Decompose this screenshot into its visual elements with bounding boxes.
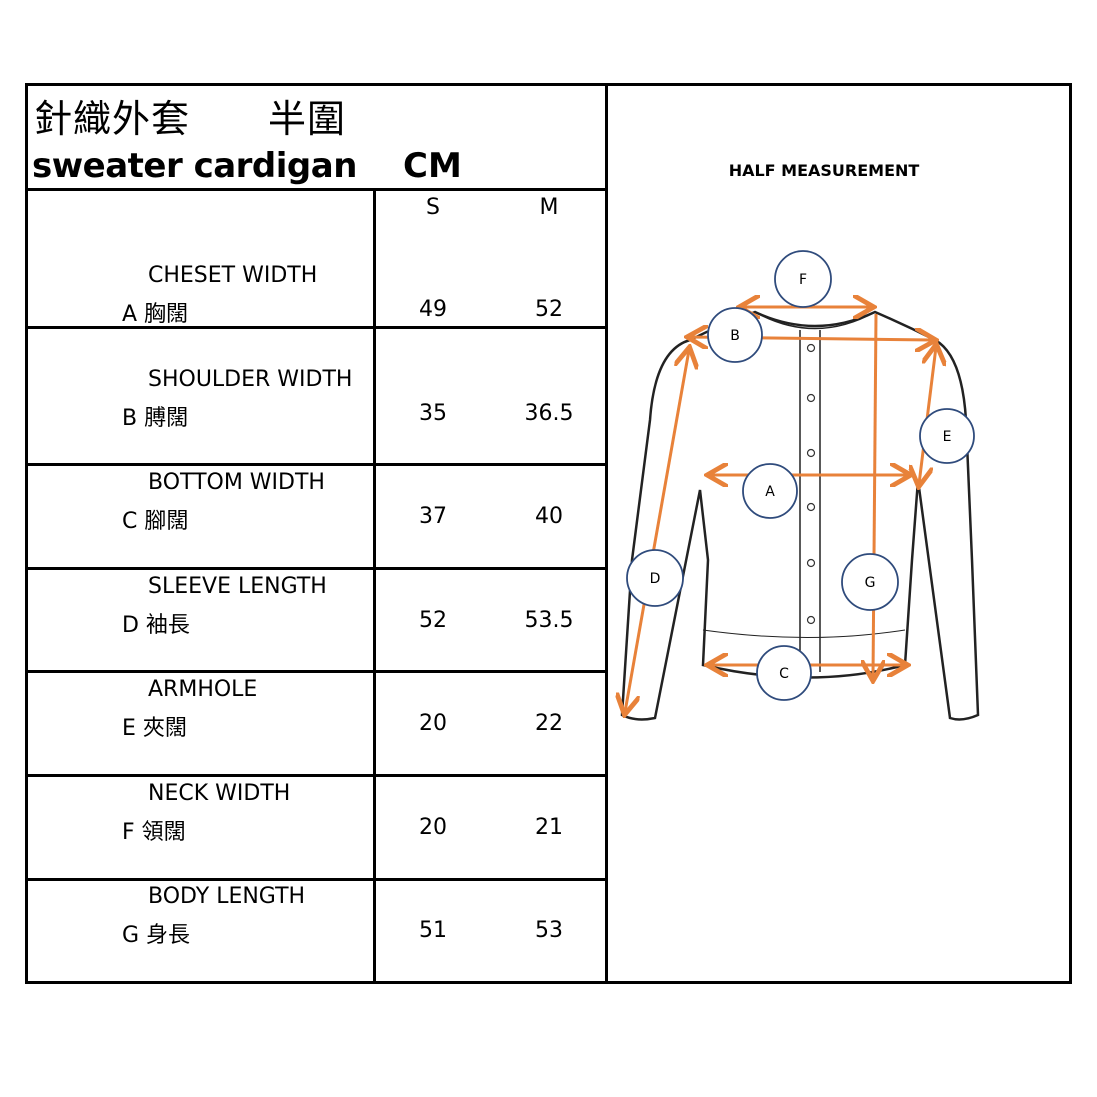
size-header-m: M [539,195,559,220]
row-divider [25,878,607,881]
header-divider [25,188,607,191]
value-m: 40 [535,504,563,529]
label-b: B [730,328,740,344]
measurement-code: E 夾闊 [122,716,187,741]
row-divider [25,326,607,329]
measurement-code: F 領闊 [122,820,186,845]
measurement-code: B 膊闊 [122,406,189,431]
measurement-name: BOTTOM WIDTH [148,470,325,495]
title-english: sweater cardigan [32,146,357,186]
measurement-code: C 腳闊 [122,509,189,534]
label-f: F [799,272,807,288]
measurement-name: BODY LENGTH [148,884,306,909]
table-border-top [25,83,1072,86]
label-c: C [779,666,789,682]
value-m: 22 [535,711,563,736]
measurement-code: A 胸闊 [122,302,189,327]
value-m: 52 [535,297,563,322]
table-border-bottom [25,981,1072,984]
value-s: 51 [419,918,447,943]
value-m: 53.5 [524,608,574,633]
value-s: 35 [419,401,447,426]
label-a: A [765,484,775,500]
value-s: 20 [419,711,447,736]
label-g: G [865,575,876,591]
measurement-name: CHESET WIDTH [148,263,318,288]
row-divider [25,774,607,777]
value-m: 36.5 [524,401,574,426]
button [806,343,816,625]
column-divider-diagram [605,83,608,984]
label-d: D [650,571,661,587]
measurement-name: SLEEVE LENGTH [148,574,327,599]
measurement-name: SHOULDER WIDTH [148,367,353,392]
size-header-s: S [426,195,440,220]
value-m: 21 [535,815,563,840]
arrow-e [919,347,936,484]
label-e: E [943,429,952,445]
title-chinese: 針織外套 半圍 [34,97,347,141]
unit-label: CM [403,146,462,186]
label-circle-g [841,553,899,611]
label-circle-e [919,408,975,464]
value-s: 52 [419,608,447,633]
value-s: 37 [419,504,447,529]
value-s: 20 [419,815,447,840]
diagram-title: HALF MEASUREMENT [728,161,920,180]
label-circle-d [626,549,684,607]
arrow-d [625,350,689,712]
row-divider [25,463,607,466]
measurement-name: NECK WIDTH [148,781,291,806]
label-circle-a [742,463,798,519]
arrow-g [873,313,876,678]
row-divider [25,567,607,570]
table-border-right [1069,83,1072,984]
measurement-code: G 身長 [122,923,191,948]
row-divider [25,670,607,673]
label-circle-c [756,645,812,701]
table-border-left [25,83,28,984]
value-s: 49 [419,297,447,322]
label-circle-b [707,307,763,363]
label-circle-f [774,250,832,308]
measurement-name: ARMHOLE [148,677,258,702]
measurement-code: D 袖長 [122,613,190,638]
value-m: 53 [535,918,563,943]
column-divider-values [373,189,376,984]
